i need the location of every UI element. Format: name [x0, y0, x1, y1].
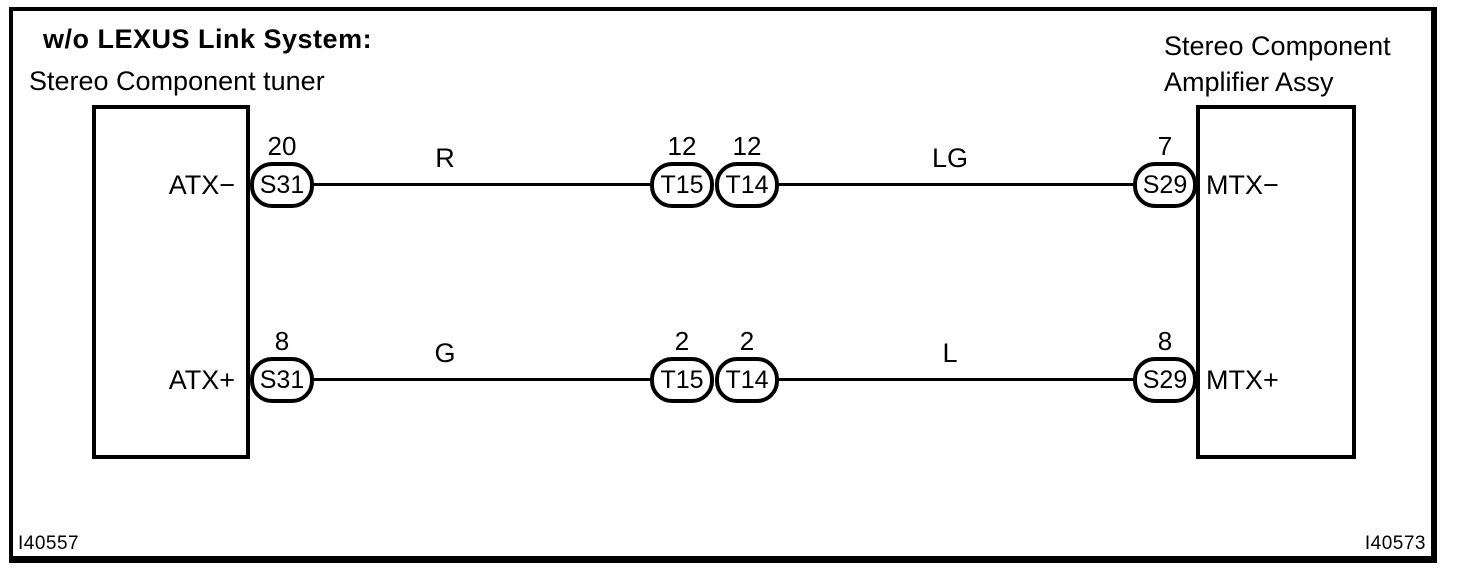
connector-oval: S31: [250, 162, 314, 208]
right-component-title: Stereo Component Amplifier Assy: [1164, 28, 1391, 100]
figure-code-left: I40557: [18, 533, 80, 554]
pin-number: 20: [267, 131, 297, 161]
connector-oval: S29: [1133, 357, 1197, 403]
pin-number: 2: [674, 326, 690, 356]
amplifier-box: [1196, 105, 1356, 459]
pin-number: 7: [1157, 131, 1173, 161]
connector-oval: S31: [250, 357, 314, 403]
terminal-label: ATX−: [168, 170, 235, 200]
connector-oval: T14: [715, 357, 779, 403]
wire-segment: [777, 183, 1136, 186]
tuner-box: [92, 105, 250, 459]
wire-segment: [312, 378, 653, 381]
wire-color-label: R: [435, 143, 455, 173]
connector-oval: T15: [650, 162, 714, 208]
pin-number: 8: [1157, 326, 1173, 356]
connector-oval: T14: [715, 162, 779, 208]
right-component-title-line1: Stereo Component: [1164, 31, 1391, 61]
pin-number: 2: [739, 326, 755, 356]
pin-number: 12: [732, 131, 762, 161]
connector-oval: S29: [1133, 162, 1197, 208]
terminal-label: MTX+: [1206, 365, 1279, 395]
pin-number: 12: [667, 131, 697, 161]
terminal-label: ATX+: [168, 365, 235, 395]
terminal-label: MTX−: [1206, 170, 1279, 200]
left-component-title: Stereo Component tuner: [29, 66, 325, 96]
connector-oval: T15: [650, 357, 714, 403]
wire-segment: [777, 378, 1136, 381]
figure-code-right: I40573: [1364, 533, 1426, 554]
diagram-title: w/o LEXUS Link System:: [43, 24, 373, 54]
wire-color-label: L: [942, 338, 958, 368]
wire-color-label: G: [434, 338, 456, 368]
pin-number: 8: [274, 326, 290, 356]
wire-color-label: LG: [931, 143, 969, 173]
wire-segment: [312, 183, 653, 186]
right-component-title-line2: Amplifier Assy: [1164, 67, 1334, 97]
